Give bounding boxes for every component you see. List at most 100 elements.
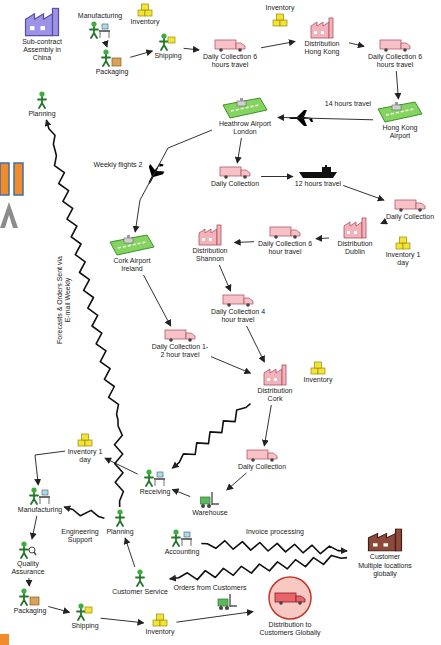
icon (269, 225, 301, 239)
node-label: Daily Collection 6 hour travel (256, 240, 314, 256)
icon (272, 13, 288, 27)
icon-part (42, 490, 48, 495)
slide-glyph (0, 202, 18, 228)
node-label: Inventory 1 day (385, 251, 421, 267)
icon-part (181, 538, 192, 540)
icon-part (227, 303, 231, 307)
node-label: Packaging (14, 607, 47, 615)
flow-connector (219, 265, 230, 291)
flow-connector (396, 71, 398, 99)
illustration-part (218, 599, 228, 606)
icon-part (85, 440, 92, 446)
icon (246, 448, 278, 462)
icon-part (21, 541, 26, 546)
icon (24, 7, 60, 37)
icon-part (282, 365, 286, 385)
icon-part (344, 222, 362, 238)
icon (343, 217, 367, 239)
slide-bar (14, 163, 23, 195)
flow-connector (28, 578, 29, 586)
icon-part (39, 496, 50, 498)
icon-part (399, 208, 403, 212)
icon (222, 97, 268, 119)
icon-part (200, 492, 220, 508)
icon-part (161, 33, 166, 38)
icon-part (369, 533, 396, 550)
icon-part (146, 469, 151, 474)
icon (198, 224, 222, 246)
flow-connector (227, 473, 247, 490)
forklift-icon (218, 594, 237, 610)
node-label: Shipping (154, 52, 181, 60)
airport-node: Hong Kong Airport (375, 101, 425, 140)
airport-node: Cork Airport Ireland (106, 234, 158, 273)
icon (164, 328, 196, 342)
illustration-part (219, 606, 223, 610)
icon-part (396, 243, 403, 249)
icon-part (298, 165, 338, 179)
icon-part (168, 37, 175, 43)
icon-part (156, 614, 163, 620)
icon (115, 509, 125, 527)
icon-part (19, 541, 37, 559)
icon (379, 38, 411, 52)
flow-connector (35, 451, 65, 485)
node-label: Packaging (96, 68, 129, 76)
icon-part (89, 21, 111, 39)
icon-part (247, 450, 268, 459)
icon (89, 21, 111, 39)
icon-part (274, 378, 277, 381)
icon-part (77, 433, 93, 447)
node-label: Daily Collection 4 hour travel (209, 308, 267, 324)
icon-part (310, 17, 334, 39)
icon-part (112, 58, 121, 66)
icon-part (238, 48, 242, 52)
flow-connector (48, 607, 69, 613)
lightning-connector (170, 555, 347, 579)
icon-part (41, 26, 46, 30)
icon-part (138, 10, 145, 16)
icon-part (82, 434, 89, 440)
icon (310, 17, 334, 39)
flow-connector (316, 238, 329, 240)
icon-part (268, 576, 312, 620)
icon-part (152, 613, 168, 627)
connector-label: Weekly flights 2 (93, 161, 144, 169)
node-label: Distribution Shannon (188, 247, 233, 263)
icon-part (171, 529, 193, 547)
icon-part (222, 293, 254, 307)
truck-node: Daily Collection (386, 198, 434, 221)
icon-part (220, 167, 241, 176)
icon-part (311, 368, 318, 374)
icon-part (416, 203, 425, 209)
icon-part (91, 21, 96, 26)
icon-part (137, 3, 153, 17)
icon-part (395, 200, 416, 209)
icon-part (403, 48, 407, 52)
node-label: Manufacturing (18, 506, 62, 514)
icon-part (280, 20, 287, 26)
icon-part (384, 543, 389, 546)
node-label: Heathrow Airport London (214, 120, 276, 136)
icon-part (103, 49, 108, 54)
inventory-node: Inventory (304, 361, 333, 384)
node-label: Multiple locations globally (349, 562, 421, 578)
icon-part (362, 218, 366, 238)
airport-node: Heathrow Airport London (214, 97, 276, 136)
icon-part (314, 362, 321, 368)
icon-part (384, 48, 388, 52)
icon (200, 492, 220, 508)
truck-node: Daily Collection 6 hour travel (256, 225, 314, 256)
icon-part (212, 492, 219, 505)
distribution-node: Distribution Dublin (331, 217, 379, 256)
icon-part (39, 91, 44, 96)
icon-part (272, 13, 288, 27)
truck-node: Daily Collection (211, 165, 259, 188)
icon-part (275, 593, 305, 605)
flow-connector (261, 42, 295, 48)
icon-part (109, 234, 155, 256)
flow-connector (278, 117, 373, 119)
icon-part (329, 18, 333, 38)
icon (135, 569, 145, 587)
icon-part (401, 43, 410, 49)
